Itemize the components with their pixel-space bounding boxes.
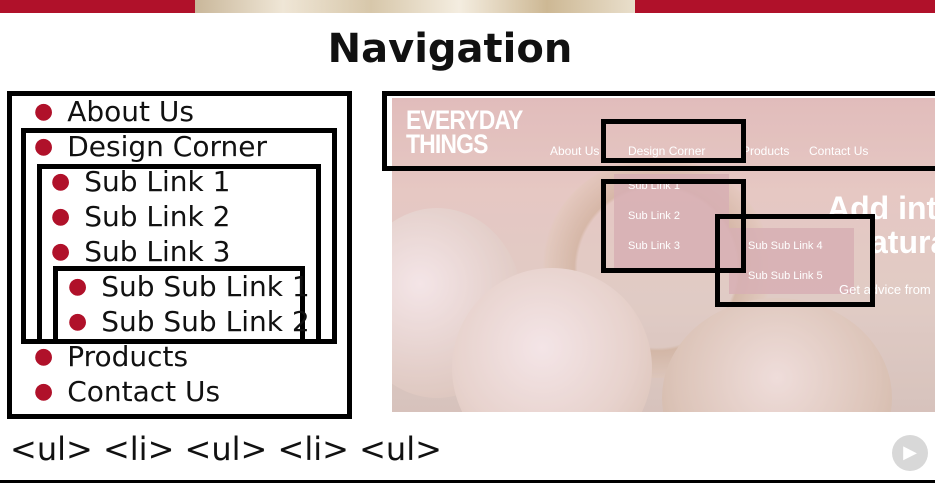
hero-subtext: Get advice from [839, 282, 931, 297]
list-item-sub-sub-link-1: ●Sub Sub Link 1 [68, 270, 310, 303]
hero-heading-line-1: Add int [827, 190, 935, 226]
list-item-about-us: ●About Us [34, 95, 194, 128]
page-title: Navigation [327, 26, 573, 72]
list-item-sub-link-1: ●Sub Link 1 [51, 165, 231, 198]
code-caption: <ul> <li> <ul> <li> <ul> [10, 430, 442, 468]
top-banner [0, 0, 935, 13]
bullet-icon: ● [34, 134, 54, 159]
banner-decoration [195, 0, 635, 13]
bottom-divider [0, 480, 935, 483]
submenu-ul-box [601, 179, 746, 273]
subsubmenu-item-4[interactable]: Sub Sub Link 4 [748, 240, 823, 252]
hero-heading-line-2: atura [870, 224, 935, 260]
list-item-sub-link-3: ●Sub Link 3 [51, 235, 231, 268]
list-item-sub-link-2: ●Sub Link 2 [51, 200, 231, 233]
list-item-products: ●Products [34, 340, 189, 373]
nav-design-corner[interactable]: Design Corner [628, 144, 706, 158]
bullet-icon: ● [51, 239, 71, 264]
subsubmenu-dropdown [729, 228, 854, 294]
nav-bar-ul-box [382, 91, 935, 171]
nav-products[interactable]: Products [742, 144, 790, 158]
bullet-icon: ● [34, 99, 54, 124]
submenu-dropdown [614, 174, 729, 270]
bullet-icon: ● [68, 309, 88, 334]
nav-about-us[interactable]: About Us [550, 144, 600, 158]
bullet-icon: ● [34, 379, 54, 404]
bullet-icon: ● [68, 274, 88, 299]
play-icon[interactable]: ▶ [892, 435, 928, 471]
bullet-icon: ● [51, 169, 71, 194]
outer-ul-box [7, 91, 352, 419]
bullet-icon: ● [34, 344, 54, 369]
list-item-sub-sub-link-2: ●Sub Sub Link 2 [68, 305, 310, 338]
submenu-item-sub-link-2[interactable]: Sub Link 2 [628, 210, 680, 222]
subsub-ul-box [53, 266, 305, 344]
nav-contact-us[interactable]: Contact Us [809, 144, 869, 158]
list-item-design-corner: ●Design Corner [34, 130, 267, 163]
design-corner-nav-box [601, 119, 746, 163]
subsubmenu-ul-box [715, 214, 875, 307]
list-item-contact-us: ●Contact Us [34, 375, 221, 408]
subsubmenu-item-5[interactable]: Sub Sub Link 5 [748, 270, 823, 282]
bullet-icon: ● [51, 204, 71, 229]
submenu-item-sub-link-3[interactable]: Sub Link 3 [628, 240, 680, 252]
